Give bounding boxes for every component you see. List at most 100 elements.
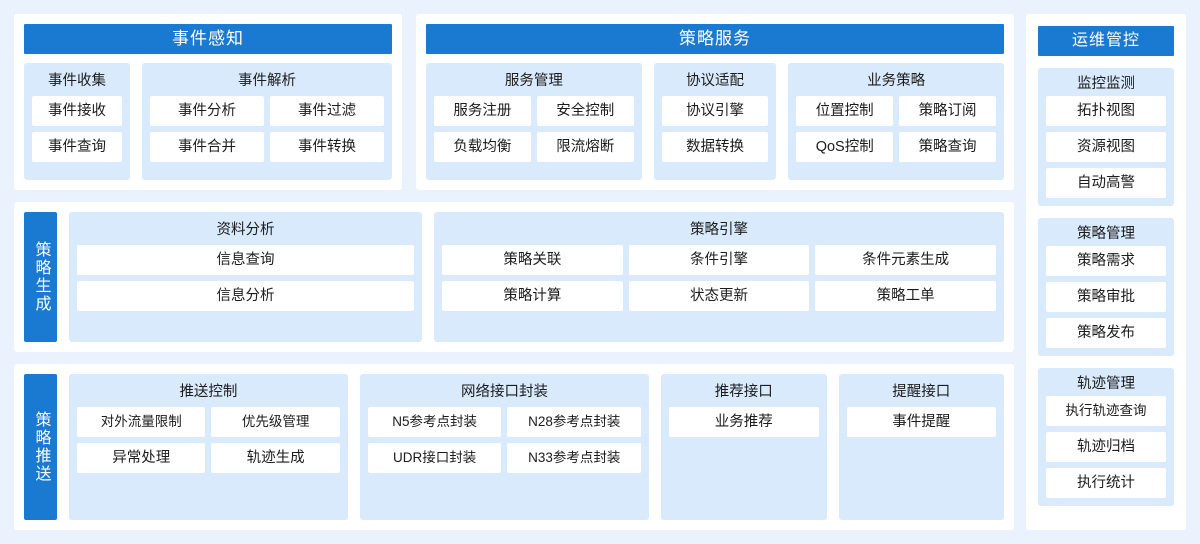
cell-event-analysis[interactable]: 事件分析: [150, 96, 264, 126]
cell-event-query[interactable]: 事件查询: [32, 132, 122, 162]
sidebar-cells-monitoring: 拓扑视图 资源视图 自动高警: [1046, 96, 1166, 198]
cell-execution-trace-query[interactable]: 执行轨迹查询: [1046, 396, 1166, 426]
group-recommendation-interface: 推荐接口 业务推荐: [661, 374, 827, 520]
row-policy-generation: 策略生成 资料分析 信息查询 信息分析 策略引擎 策略关联 条件引擎 条件元素生…: [14, 202, 1014, 352]
cells-event-parsing: 事件分析 事件过滤 事件合并 事件转换: [150, 96, 384, 171]
vertical-tab-policy-generation: 策略生成: [24, 212, 57, 342]
cell-n33-reference-point-encapsulation[interactable]: N33参考点封装: [507, 443, 642, 473]
cell-execution-statistics[interactable]: 执行统计: [1046, 468, 1166, 498]
group-title-event-collection: 事件收集: [48, 73, 106, 89]
sidebar-group-title-policy-management: 策略管理: [1077, 226, 1135, 242]
group-title-event-parsing: 事件解析: [238, 73, 296, 89]
group-title-service-management: 服务管理: [504, 73, 563, 89]
cell-location-control[interactable]: 位置控制: [796, 96, 894, 126]
cell-event-receive[interactable]: 事件接收: [32, 96, 122, 126]
sidebar-cells-trace-management: 执行轨迹查询 轨迹归档 执行统计: [1046, 396, 1166, 498]
cell-policy-calculation[interactable]: 策略计算: [442, 281, 623, 311]
panel-title-event-awareness: 事件感知: [24, 24, 392, 54]
row-policy-push: 策略推送 推送控制 对外流量限制 优先级管理 异常处理 轨迹生成 网络接口封装 …: [14, 364, 1014, 530]
cell-info-analysis[interactable]: 信息分析: [77, 281, 414, 311]
cell-topology-view[interactable]: 拓扑视图: [1046, 96, 1166, 126]
cells-network-interface-encapsulation: N5参考点封装 N28参考点封装 UDR接口封装 N33参考点封装: [367, 407, 642, 511]
cell-condition-element-generation[interactable]: 条件元素生成: [815, 245, 996, 275]
cell-policy-approval[interactable]: 策略审批: [1046, 282, 1166, 312]
cell-udr-interface-encapsulation[interactable]: UDR接口封装: [367, 443, 502, 473]
cell-trace-generation[interactable]: 轨迹生成: [211, 443, 340, 473]
cells-business-policy: 位置控制 策略订阅 QoS控制 策略查询: [796, 96, 996, 171]
group-title-protocol-adaptation: 协议适配: [686, 73, 744, 89]
cell-policy-association[interactable]: 策略关联: [442, 245, 623, 275]
cell-service-register[interactable]: 服务注册: [434, 96, 531, 126]
sidebar-cells-policy-management: 策略需求 策略审批 策略发布: [1046, 246, 1166, 348]
policy-generation-groups: 资料分析 信息查询 信息分析 策略引擎 策略关联 条件引擎 条件元素生成 策略计…: [69, 212, 1004, 342]
sidebar-group-trace-management: 轨迹管理 执行轨迹查询 轨迹归档 执行统计: [1038, 368, 1174, 506]
cell-policy-release[interactable]: 策略发布: [1046, 318, 1166, 348]
group-event-parsing: 事件解析 事件分析 事件过滤 事件合并 事件转换: [142, 63, 392, 180]
group-protocol-adaptation: 协议适配 协议引擎 数据转换: [653, 63, 777, 180]
group-network-interface-encapsulation: 网络接口封装 N5参考点封装 N28参考点封装 UDR接口封装 N33参考点封装: [359, 374, 650, 520]
sidebar-group-title-trace-management: 轨迹管理: [1077, 376, 1135, 392]
cell-protocol-engine[interactable]: 协议引擎: [661, 96, 769, 126]
cells-reminder-interface: 事件提醒: [846, 407, 996, 511]
cell-state-update[interactable]: 状态更新: [628, 281, 810, 311]
group-reminder-interface: 提醒接口 事件提醒: [838, 374, 1004, 520]
group-title-data-analysis: 资料分析: [216, 222, 275, 238]
cells-recommendation-interface: 业务推荐: [669, 407, 819, 511]
cell-n28-reference-point-encapsulation[interactable]: N28参考点封装: [507, 407, 642, 437]
sidebar-group-policy-management: 策略管理 策略需求 策略审批 策略发布: [1038, 218, 1174, 356]
group-title-recommendation-interface: 推荐接口: [714, 384, 773, 400]
cell-event-merge[interactable]: 事件合并: [150, 132, 264, 162]
cell-policy-work-order[interactable]: 策略工单: [815, 281, 996, 311]
group-business-policy: 业务策略 位置控制 策略订阅 QoS控制 策略查询: [788, 63, 1004, 180]
group-service-management: 服务管理 服务注册 安全控制 负载均衡 限流熔断: [426, 63, 642, 180]
cell-external-traffic-limit[interactable]: 对外流量限制: [77, 407, 206, 437]
cells-event-collection: 事件接收 事件查询: [32, 96, 122, 171]
cell-info-query[interactable]: 信息查询: [77, 245, 414, 275]
sidebar-title-operations-management: 运维管控: [1038, 26, 1174, 56]
panel-operations-management: 运维管控 监控监测 拓扑视图 资源视图 自动高警 策略管理 策略需求 策略审批 …: [1026, 14, 1186, 530]
cell-n5-reference-point-encapsulation[interactable]: N5参考点封装: [367, 407, 502, 437]
cell-data-transform[interactable]: 数据转换: [661, 132, 769, 162]
policy-push-groups: 推送控制 对外流量限制 优先级管理 异常处理 轨迹生成 网络接口封装 N5参考点…: [69, 374, 1004, 520]
cells-protocol-adaptation: 协议引擎 数据转换: [661, 96, 769, 171]
cells-push-control: 对外流量限制 优先级管理 异常处理 轨迹生成: [77, 407, 340, 511]
cells-data-analysis: 信息查询 信息分析: [77, 245, 414, 333]
main-column: 事件感知 事件收集 事件接收 事件查询 事件解析 事件分析 事件过滤: [14, 14, 1014, 530]
cell-condition-engine[interactable]: 条件引擎: [628, 245, 810, 275]
event-awareness-groups: 事件收集 事件接收 事件查询 事件解析 事件分析 事件过滤 事件合并 事件转换: [24, 63, 392, 180]
group-push-control: 推送控制 对外流量限制 优先级管理 异常处理 轨迹生成: [69, 374, 348, 520]
group-policy-engine: 策略引擎 策略关联 条件引擎 条件元素生成 策略计算 状态更新 策略工单: [434, 212, 1004, 342]
panel-policy-service: 策略服务 服务管理 服务注册 安全控制 负载均衡 限流熔断 协议适配: [416, 14, 1014, 190]
cell-auto-alarm[interactable]: 自动高警: [1046, 168, 1166, 198]
cell-resource-view[interactable]: 资源视图: [1046, 132, 1166, 162]
sidebar-group-title-monitoring: 监控监测: [1077, 76, 1135, 92]
panel-title-policy-service: 策略服务: [426, 24, 1004, 54]
cell-rate-limit-breaker[interactable]: 限流熔断: [536, 132, 634, 162]
group-event-collection: 事件收集 事件接收 事件查询: [24, 63, 130, 180]
panel-event-awareness: 事件感知 事件收集 事件接收 事件查询 事件解析 事件分析 事件过滤: [14, 14, 402, 190]
cell-event-filter[interactable]: 事件过滤: [270, 96, 384, 126]
cells-policy-engine: 策略关联 条件引擎 条件元素生成 策略计算 状态更新 策略工单: [442, 245, 996, 333]
cell-load-balancing[interactable]: 负载均衡: [434, 132, 531, 162]
cell-policy-query[interactable]: 策略查询: [899, 132, 996, 162]
cell-policy-requirement[interactable]: 策略需求: [1046, 246, 1166, 276]
group-title-policy-engine: 策略引擎: [690, 222, 748, 238]
cell-qos-control[interactable]: QoS控制: [796, 132, 894, 162]
cell-trace-archive[interactable]: 轨迹归档: [1046, 432, 1166, 462]
group-title-business-policy: 业务策略: [867, 73, 926, 89]
cell-exception-handling[interactable]: 异常处理: [77, 443, 206, 473]
top-row: 事件感知 事件收集 事件接收 事件查询 事件解析 事件分析 事件过滤: [14, 14, 1014, 190]
cells-service-management: 服务注册 安全控制 负载均衡 限流熔断: [434, 96, 634, 171]
cell-security-control[interactable]: 安全控制: [536, 96, 634, 126]
vertical-tab-policy-push: 策略推送: [24, 374, 57, 520]
group-title-reminder-interface: 提醒接口: [892, 384, 951, 400]
cell-event-reminder[interactable]: 事件提醒: [846, 407, 996, 437]
group-title-push-control: 推送控制: [179, 384, 238, 400]
cell-event-transform[interactable]: 事件转换: [270, 132, 384, 162]
cell-business-recommendation[interactable]: 业务推荐: [669, 407, 819, 437]
cell-policy-subscription[interactable]: 策略订阅: [899, 96, 996, 126]
sidebar-group-monitoring: 监控监测 拓扑视图 资源视图 自动高警: [1038, 68, 1174, 206]
cell-priority-management[interactable]: 优先级管理: [211, 407, 340, 437]
group-title-network-interface-encapsulation: 网络接口封装: [460, 384, 548, 400]
